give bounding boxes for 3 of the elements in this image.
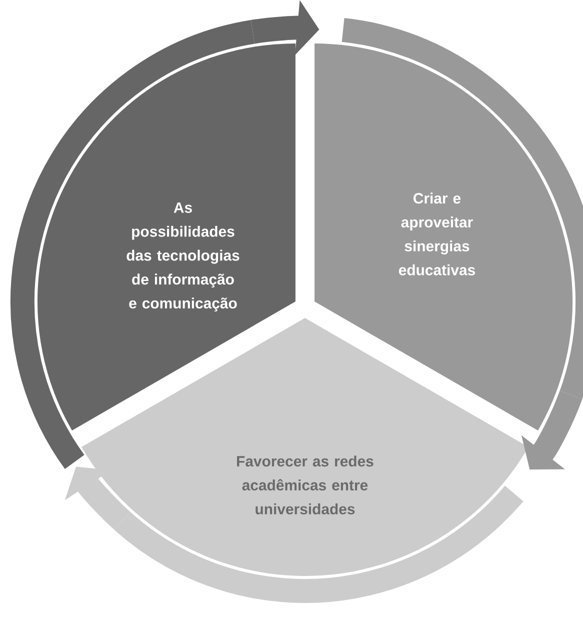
sector-box: Favorecer as redes acadêmicas entre universidades bbox=[82, 318, 528, 603]
cycle-arrow bbox=[64, 466, 130, 530]
sector-box: Criar e aproveitar sinergias educativas bbox=[314, 18, 583, 430]
